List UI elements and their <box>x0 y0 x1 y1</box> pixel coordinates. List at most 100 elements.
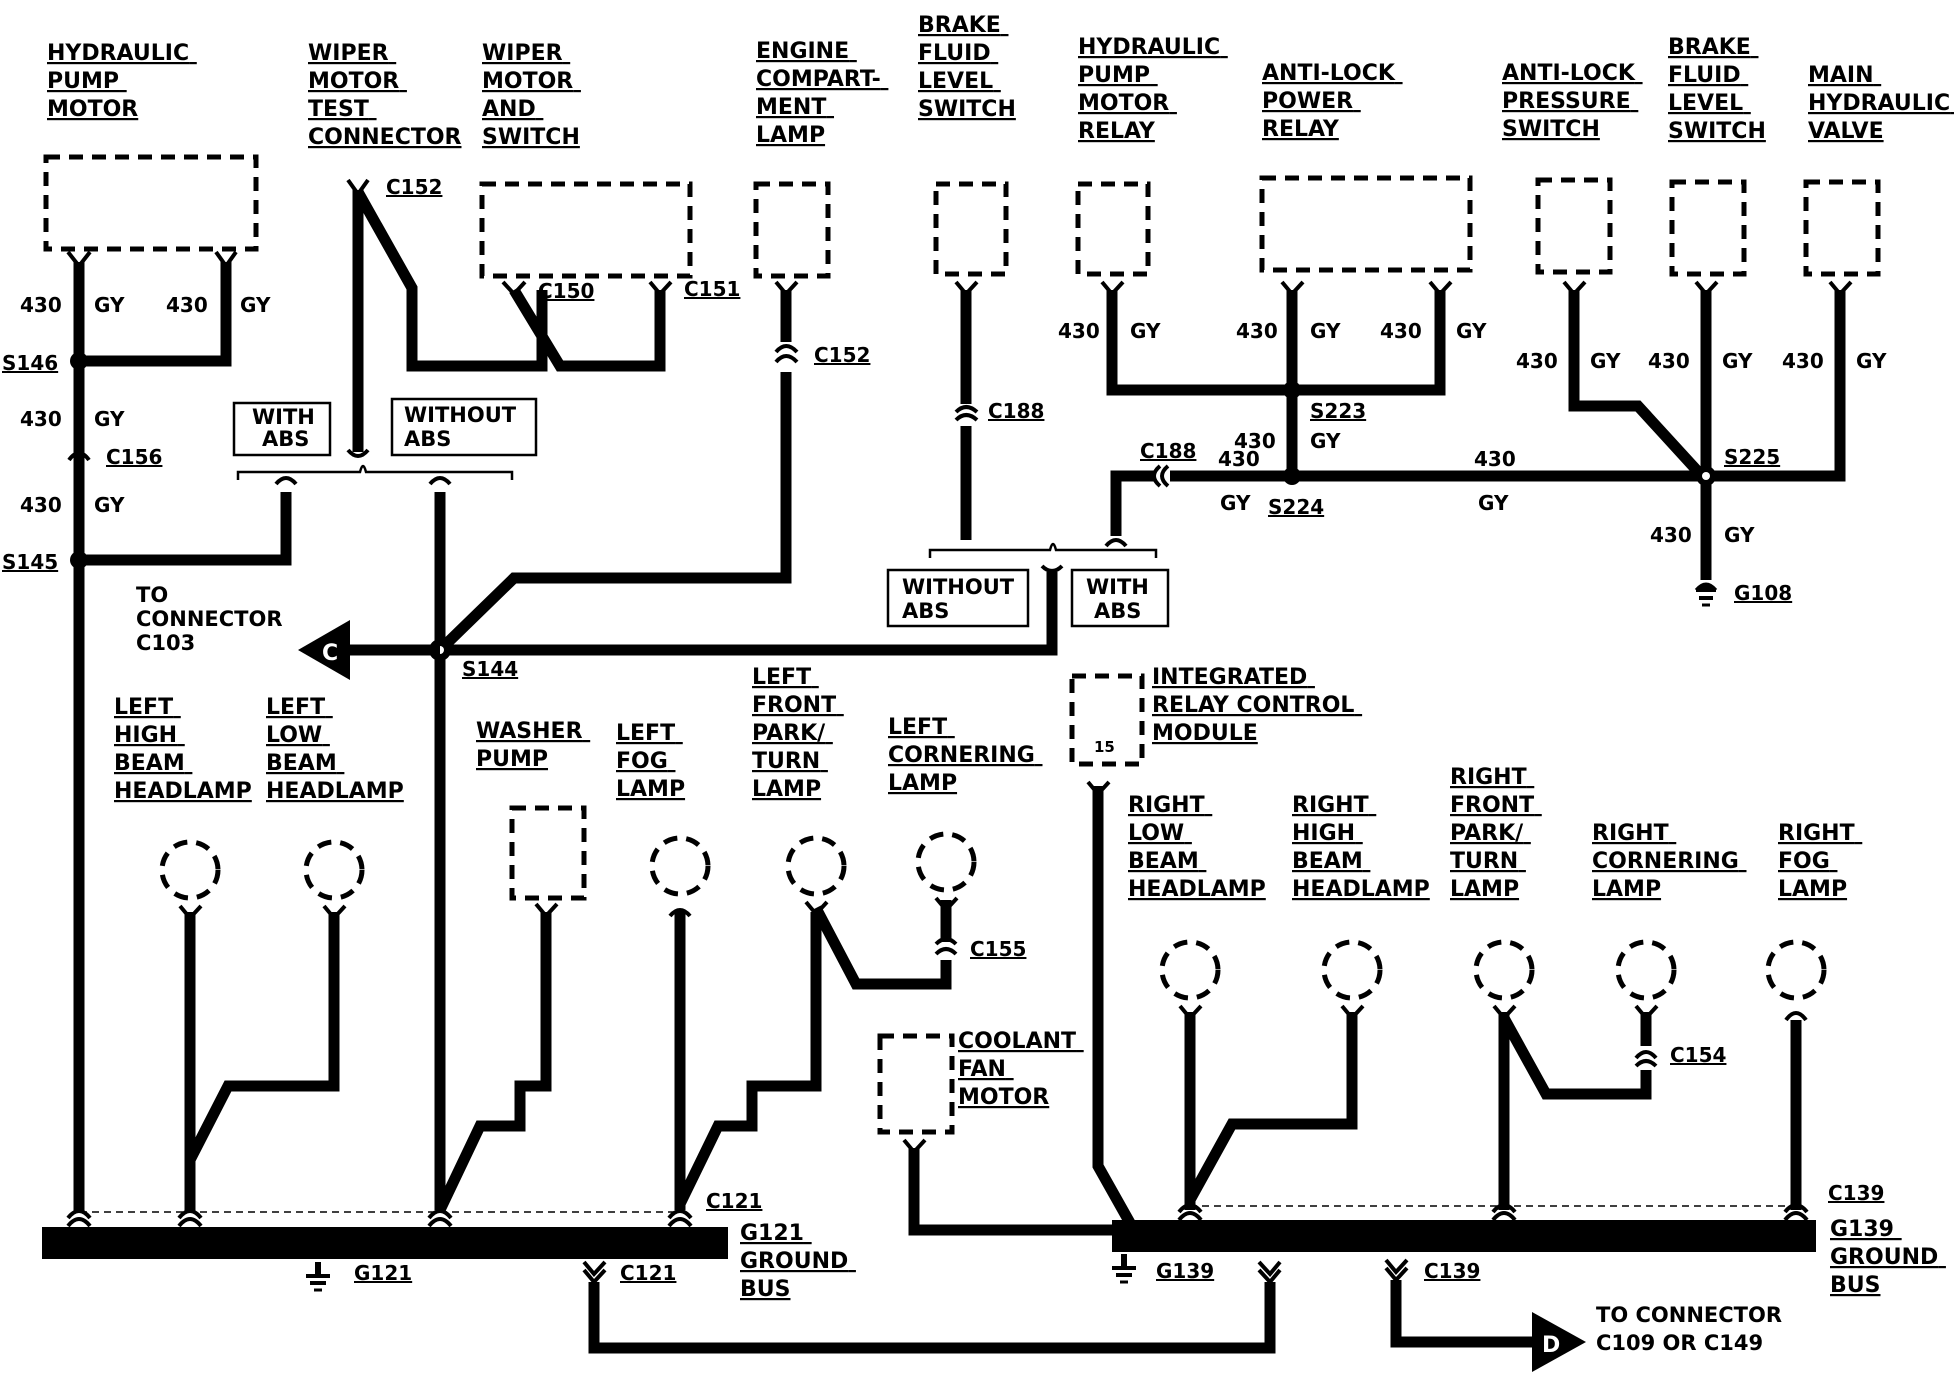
left-cornering-lamp <box>915 831 977 893</box>
label-main-hydraulic-valve: MAIN HYDRAULIC VALVE <box>1808 63 1954 144</box>
connector-c155-label: C155 <box>970 937 1026 961</box>
wire-labels-left: 430 GY 430 GY 430 GY 430 GY <box>20 293 271 517</box>
svg-text:C150: C150 <box>538 279 594 303</box>
with-abs-box-right <box>1070 568 1170 628</box>
svg-text:GY: GY <box>1856 349 1887 373</box>
svg-text:430: 430 <box>1058 319 1100 343</box>
g139-ground-bus-bar <box>1112 1220 1816 1252</box>
label-right-cornering-lamp: RIGHT CORNERING LAMP <box>1592 821 1747 902</box>
integrated-relay-control-module-box <box>1069 673 1145 767</box>
without-abs-label-left: WITHOUT ABS <box>404 403 523 451</box>
offpage-c103-arrow <box>298 620 350 680</box>
svg-text:GY: GY <box>1220 491 1251 515</box>
label-anti-lock-power-relay: ANTI-LOCK POWER RELAY <box>1262 61 1403 142</box>
right-low-beam-lamp <box>1159 939 1221 1001</box>
svg-text:430: 430 <box>20 493 62 517</box>
splice-s223 <box>1283 381 1301 399</box>
engine-compartment-lamp-box <box>753 181 831 279</box>
g121-bus-connectors <box>66 1209 693 1228</box>
ground-g139-label: G139 <box>1156 1259 1214 1283</box>
label-brake-fluid-level-switch-left: BRAKE FLUID LEVEL SWITCH <box>918 13 1016 122</box>
module-pin-label: 15 <box>1094 738 1115 756</box>
label-washer-pump: WASHER PUMP <box>476 719 590 772</box>
right-high-beam-lamp <box>1321 939 1383 1001</box>
svg-text:430: 430 <box>20 293 62 317</box>
connector-c139-label-bottom: C139 <box>1424 1259 1480 1283</box>
offpage-c103-marker: C <box>322 641 338 666</box>
ground-g139-symbol <box>1112 1254 1136 1284</box>
svg-text:C188: C188 <box>1140 439 1196 463</box>
label-right-high-beam-headlamp: RIGHT HIGH BEAM HEADLAMP <box>1292 793 1430 902</box>
ground-g108-symbol <box>1694 582 1718 607</box>
anti-lock-power-relay-box <box>1259 175 1473 273</box>
svg-text:GY: GY <box>1590 349 1621 373</box>
svg-text:S225: S225 <box>1724 445 1780 469</box>
wire-labels-abs: 430 GY 430 GY 430 GY 430 GY 430 GY 430 G… <box>1058 319 1887 547</box>
svg-text:430: 430 <box>166 293 208 317</box>
label-left-cornering-lamp: LEFT CORNERING LAMP <box>888 715 1043 796</box>
splice-s146 <box>70 352 88 370</box>
left-fog-lamp <box>649 835 711 897</box>
svg-text:430: 430 <box>1650 523 1692 547</box>
svg-text:430: 430 <box>20 407 62 431</box>
wires-lower-right <box>908 786 1802 1236</box>
svg-text:430: 430 <box>1380 319 1422 343</box>
svg-text:C188: C188 <box>988 399 1044 423</box>
connector-marks-abs <box>1100 280 1853 548</box>
svg-text:GY: GY <box>1310 429 1341 453</box>
right-front-park-turn-lamp <box>1473 939 1535 1001</box>
label-integrated-relay-control-module: INTEGRATED RELAY CONTROL MODULE <box>1152 665 1362 746</box>
without-abs-box-right <box>886 568 1030 628</box>
g121-ground-bus-bar <box>42 1227 728 1259</box>
splice-s224 <box>1283 467 1301 485</box>
abs-bracket-left <box>236 464 514 480</box>
svg-text:430: 430 <box>1474 447 1516 471</box>
c139-offpage-wire <box>1390 1280 1540 1348</box>
hydraulic-pump-motor-box <box>43 154 259 252</box>
svg-text:GY: GY <box>1722 349 1753 373</box>
svg-text:G108: G108 <box>1734 581 1792 605</box>
connector-c121-label-bottom: C121 <box>620 1261 676 1285</box>
c121-g139-link-wire <box>588 1282 1276 1354</box>
hydraulic-pump-motor-relay-box <box>1075 181 1151 277</box>
main-hydraulic-valve-box <box>1803 179 1881 277</box>
svg-text:GY: GY <box>240 293 271 317</box>
wires-top-left <box>73 189 1058 1212</box>
label-brake-fluid-level-switch-right: BRAKE FLUID LEVEL SWITCH <box>1668 35 1766 144</box>
splice-s145 <box>70 551 88 569</box>
connector-labels-top-left: C152 C150 C151 C156 C152 C188 <box>106 175 1044 469</box>
splice-labels-left: S146 S145 S144 <box>2 351 518 681</box>
wires-abs-section <box>1106 290 1846 580</box>
label-hydraulic-pump-motor-relay: HYDRAULIC PUMP MOTOR RELAY <box>1078 35 1228 144</box>
without-abs-label-right: WITHOUT ABS <box>902 575 1021 623</box>
offpage-c103-label: TO CONNECTOR C103 <box>136 583 290 655</box>
connector-marks-top <box>66 178 1064 573</box>
coolant-fan-motor-box <box>877 1033 955 1135</box>
ground-g121-symbol <box>306 1262 330 1292</box>
label-anti-lock-pressure-switch: ANTI-LOCK PRESSURE SWITCH <box>1502 61 1643 142</box>
offpage-c109-c149-arrow <box>1532 1312 1586 1372</box>
svg-text:C152: C152 <box>814 343 870 367</box>
g139-bus-connectors <box>1177 1203 1809 1222</box>
svg-text:S224: S224 <box>1268 495 1324 519</box>
ground-g121-label: G121 <box>354 1261 412 1285</box>
right-fog-lamp <box>1765 939 1827 1001</box>
splice-labels-abs: S223 S224 S225 C188 G108 <box>1140 399 1792 605</box>
svg-text:C156: C156 <box>106 445 162 469</box>
svg-text:430: 430 <box>1234 429 1276 453</box>
label-coolant-fan-motor: COOLANT FAN MOTOR <box>958 1029 1084 1110</box>
wires-lower-left <box>184 900 952 1213</box>
label-engine-compartment-lamp: ENGINE COMPART- MENT LAMP <box>756 39 888 148</box>
label-left-low-beam-headlamp: LEFT LOW BEAM HEADLAMP <box>266 695 404 804</box>
washer-pump-box <box>509 805 587 901</box>
label-right-front-park-turn-lamp: RIGHT FRONT PARK/ TURN LAMP <box>1450 765 1542 902</box>
with-abs-box-left <box>232 401 332 457</box>
label-right-fog-lamp: RIGHT FOG LAMP <box>1778 821 1862 902</box>
svg-text:GY: GY <box>1478 491 1509 515</box>
svg-text:430: 430 <box>1648 349 1690 373</box>
svg-text:GY: GY <box>1456 319 1487 343</box>
connector-c154-label: C154 <box>1670 1043 1726 1067</box>
svg-text:GY: GY <box>94 293 125 317</box>
brake-fluid-level-switch-right-box <box>1669 179 1747 277</box>
